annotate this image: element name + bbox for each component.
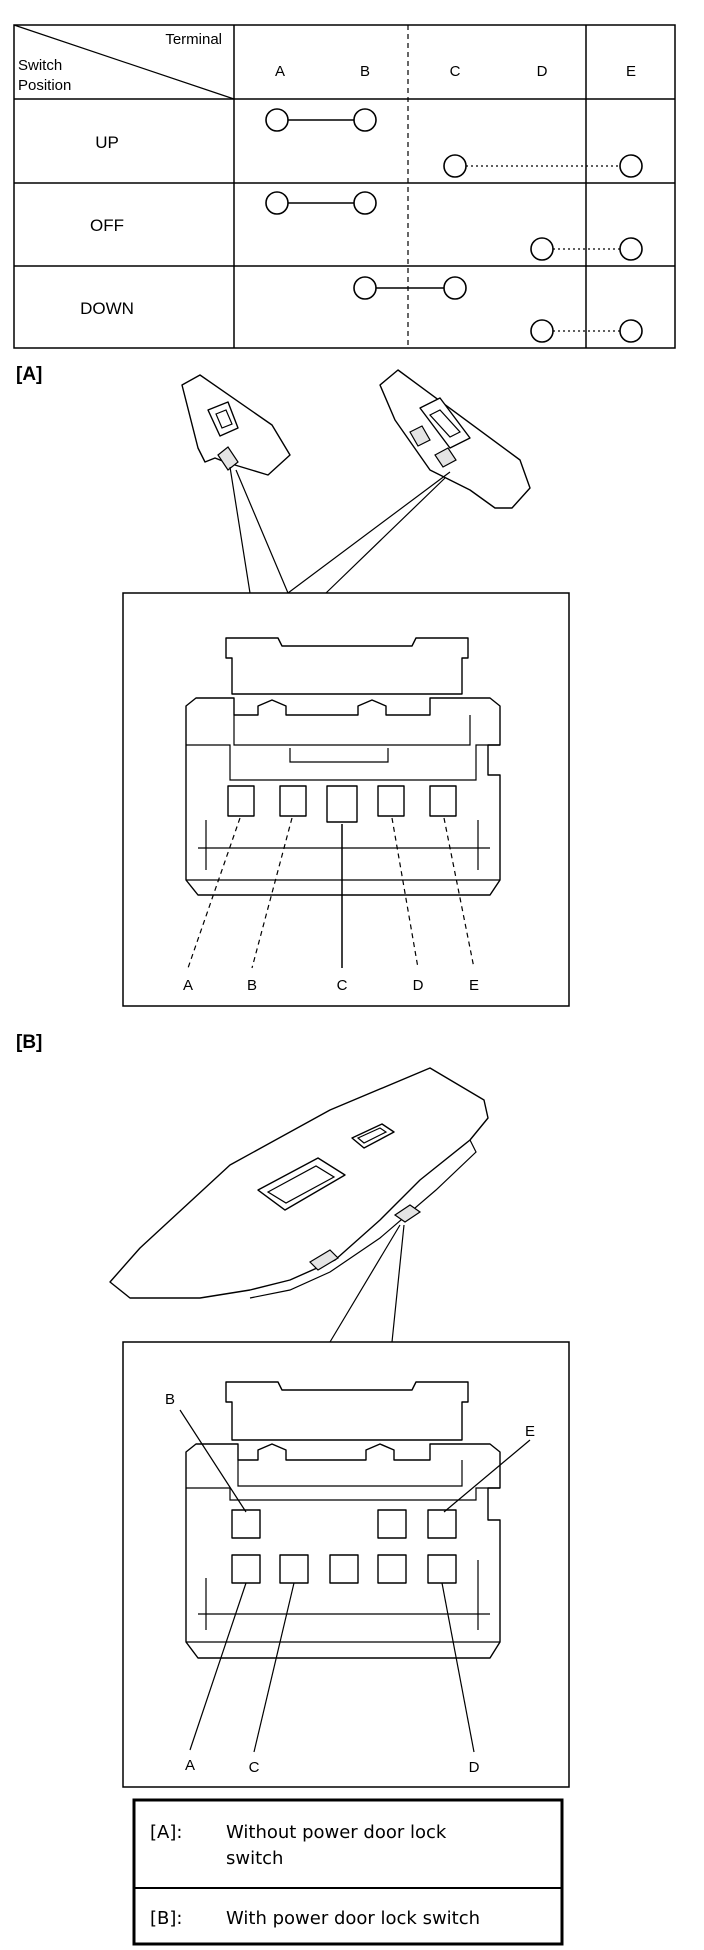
legend-key-b: [B]: [150, 1908, 182, 1929]
table-border [13, 24, 676, 349]
connector-pointer-lines [229, 466, 451, 594]
legend-text-a-line2: switch [226, 1848, 283, 1869]
section-b-label: [B] [16, 1032, 42, 1053]
connector-pointer-lines [329, 1224, 405, 1343]
small-window-switch-illustration [181, 374, 291, 476]
connector-b-leaders [179, 1409, 531, 1753]
terminal-circle [619, 319, 643, 343]
column-header-b: B [360, 63, 370, 80]
row-position-off: OFF [90, 216, 124, 235]
terminal-slot-e [429, 785, 457, 817]
legend-table: [A]: Without power door lock switch [B]:… [132, 1798, 564, 1946]
terminal-slot-d [427, 1554, 457, 1584]
continuity-table: Terminal Switch Position A B C D E UP OF… [13, 24, 676, 349]
continuity-up-c-e [443, 154, 643, 178]
connector-a-leaders [187, 817, 475, 969]
terminal-circle [619, 237, 643, 261]
terminal-slot-e [427, 1509, 457, 1539]
terminal-circle [353, 191, 377, 215]
header-position: Position [18, 77, 71, 94]
pin-label: A [183, 977, 193, 994]
terminal-circle [443, 154, 467, 178]
pin-label: D [413, 977, 424, 994]
legend-text-b: With power door lock switch [226, 1908, 480, 1929]
terminal-slot [377, 1554, 407, 1584]
header-diagonal [13, 24, 235, 100]
terminal-circle [443, 276, 467, 300]
connector-a-frame [122, 592, 570, 1007]
terminal-circle [265, 108, 289, 132]
terminal-circle [619, 154, 643, 178]
header-switch: Switch [18, 57, 62, 74]
terminal-slot [377, 1509, 407, 1539]
terminal-circle [353, 276, 377, 300]
terminal-slot-a [227, 785, 255, 817]
legend-key-a: [A]: [150, 1822, 182, 1843]
terminal-slot-a [231, 1554, 261, 1584]
continuity-down-d-e [530, 319, 643, 343]
terminal-slot-b [279, 785, 307, 817]
main-window-switch-illustration [379, 369, 531, 509]
row-position-down: DOWN [80, 299, 134, 318]
continuity-off-d-e [530, 237, 643, 261]
connector-a-body [185, 637, 501, 896]
continuity-off-a-b [265, 191, 377, 215]
terminal-circle [530, 319, 554, 343]
terminal-circle [530, 237, 554, 261]
pin-label: C [337, 977, 348, 994]
terminal-slot-d [377, 785, 405, 817]
column-header-a: A [275, 63, 285, 80]
legend-text-a-line1: Without power door lock [226, 1822, 447, 1843]
connector-b-frame [122, 1341, 570, 1788]
section-a-label: [A] [16, 364, 42, 385]
terminal-circle [353, 108, 377, 132]
pin-label: A [185, 1757, 195, 1774]
terminal-slot-b [231, 1509, 261, 1539]
row-position-up: UP [95, 133, 119, 152]
connector-a-terminals [227, 785, 457, 823]
connector-b-body [185, 1381, 501, 1659]
column-header-d: D [537, 63, 548, 80]
header-terminal: Terminal [165, 31, 222, 48]
pin-label: B [165, 1391, 175, 1408]
continuity-up-a-b [265, 108, 377, 132]
terminal-circle [265, 191, 289, 215]
terminal-slot-c [279, 1554, 309, 1584]
pin-label: D [469, 1759, 480, 1776]
terminal-slot-c [326, 785, 358, 823]
pin-label: E [525, 1423, 535, 1440]
column-header-c: C [450, 63, 461, 80]
continuity-down-b-c [353, 276, 467, 300]
terminal-slot [329, 1554, 359, 1584]
pin-label: E [469, 977, 479, 994]
column-header-e: E [626, 63, 636, 80]
pin-label: B [247, 977, 257, 994]
legend-border [132, 1798, 564, 1946]
pin-label: C [249, 1759, 260, 1776]
door-lock-window-switch-illustration [109, 1067, 489, 1299]
